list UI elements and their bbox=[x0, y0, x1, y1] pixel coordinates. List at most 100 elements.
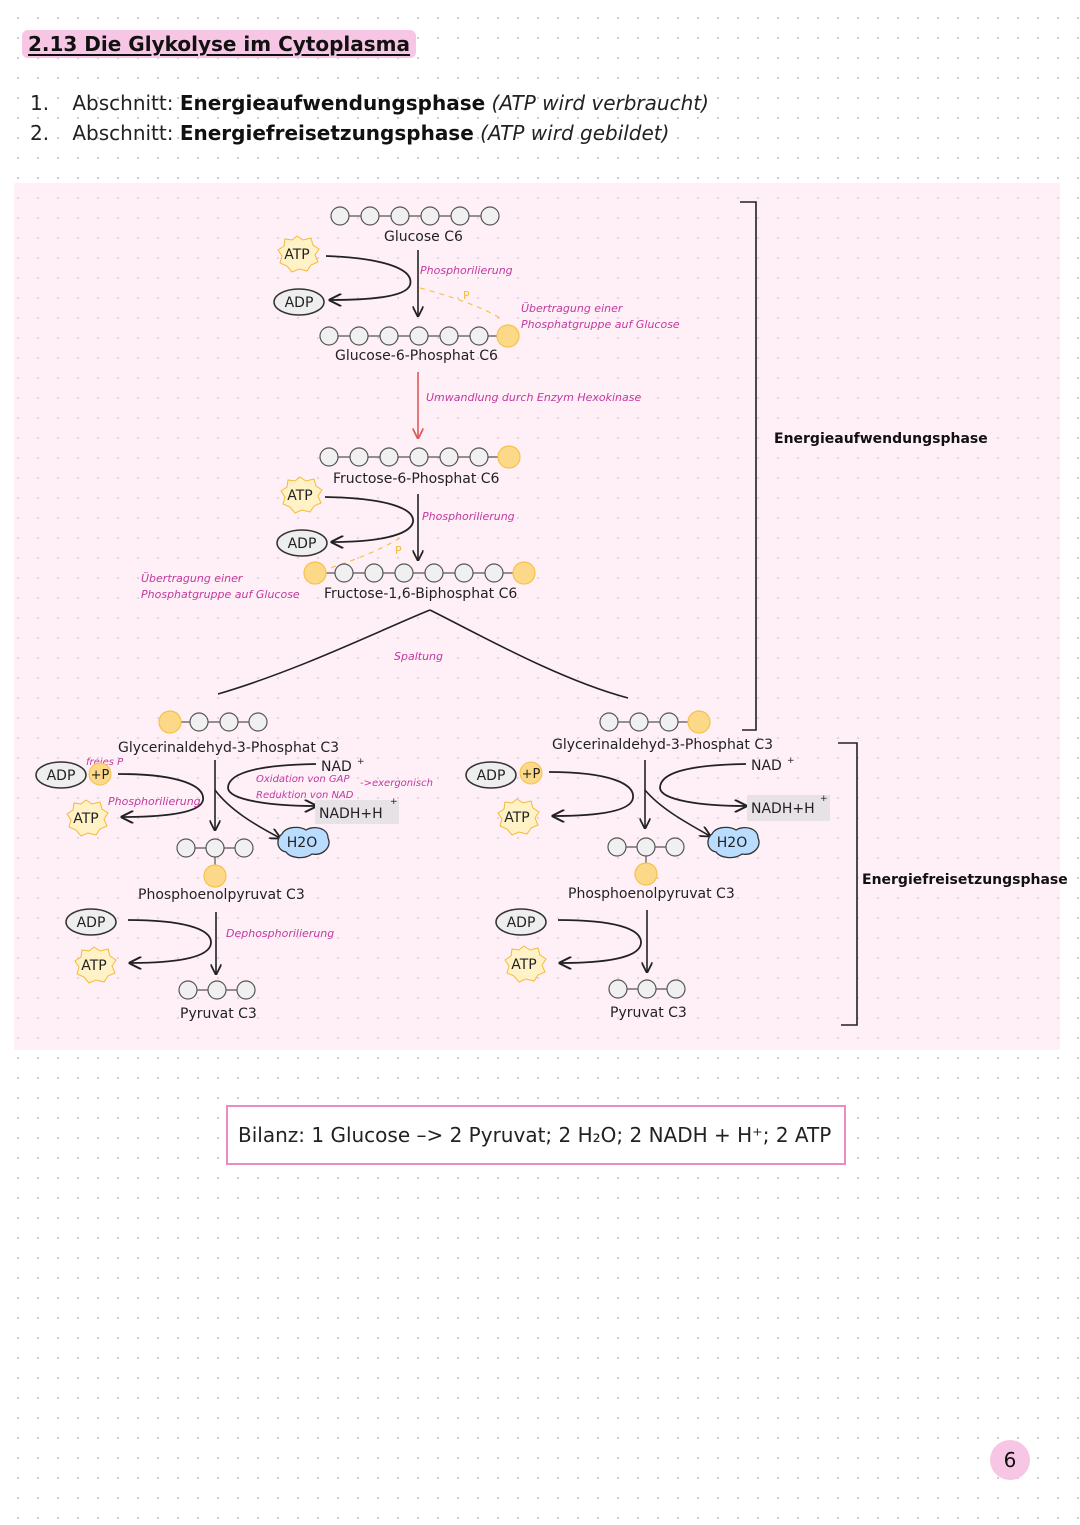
h2o-label: H2O bbox=[717, 835, 747, 851]
annotation-umwandlung: Umwandlung durch Enzym Hexokinase bbox=[426, 391, 641, 404]
gap-label-right: Glycerinaldehyd-3-Phosphat C3 bbox=[552, 737, 773, 753]
nad-reduction-arrow bbox=[659, 763, 746, 806]
adp-badge: ADP bbox=[273, 288, 325, 316]
nad-charge: + bbox=[787, 756, 795, 766]
atp-label: ATP bbox=[284, 247, 309, 263]
diagram-background bbox=[14, 183, 1060, 1050]
annotation-phosphorilierung: Phosphorilierung bbox=[422, 510, 515, 523]
adp-to-atp-arrow bbox=[117, 773, 204, 817]
adp-badge: ADP bbox=[35, 761, 87, 789]
water-arrow bbox=[214, 789, 280, 838]
nadh-charge: + bbox=[390, 797, 398, 807]
water-arrow bbox=[644, 789, 710, 836]
h2o-badge: H2O bbox=[707, 826, 760, 859]
atp-badge: ATP bbox=[277, 235, 320, 273]
outline-phase-name: Energiefreisetzungsphase bbox=[179, 121, 474, 145]
atp-label: ATP bbox=[287, 488, 312, 504]
outline-note: (ATP wird verbraucht) bbox=[491, 91, 709, 115]
nadh-label: NADH+H bbox=[751, 801, 815, 817]
nadh-label: NADH+H bbox=[319, 806, 383, 822]
annotation-exergonisch: ->exergonisch bbox=[360, 778, 433, 789]
annotation-uebertragung: Übertragung einer bbox=[521, 302, 624, 315]
adp-badge: ADP bbox=[495, 908, 547, 936]
outline-prefix: Abschnitt: bbox=[72, 121, 174, 145]
pyruvat-molecule-left bbox=[178, 980, 256, 1000]
glucose-label: Glucose C6 bbox=[384, 229, 463, 245]
adp-badge: ADP bbox=[465, 761, 517, 789]
pep-molecule-right bbox=[607, 837, 685, 886]
annotation-freies-p: freies P bbox=[86, 757, 124, 768]
phase-bracket-energy-release bbox=[838, 742, 858, 1026]
outline-phase-name: Energieaufwendungsphase bbox=[179, 91, 486, 115]
atp-to-adp-arrow bbox=[324, 496, 414, 542]
gap-molecule-right bbox=[599, 710, 711, 734]
nad-label: NAD bbox=[751, 758, 782, 774]
adp-label: ADP bbox=[47, 768, 76, 784]
atp-label: ATP bbox=[81, 958, 106, 974]
annotation-uebertragung: Phosphatgruppe auf Glucose bbox=[521, 318, 680, 331]
plus-p-label: +P bbox=[91, 768, 110, 783]
adp-to-atp-arrow bbox=[127, 919, 212, 963]
f6p-label: Fructose-6-Phosphat C6 bbox=[333, 471, 500, 487]
pyruvat-molecule-right bbox=[608, 979, 686, 999]
pep-label-left: Phosphoenolpyruvat C3 bbox=[138, 887, 305, 903]
phosphate-symbol: P bbox=[395, 544, 402, 557]
cleavage-line-right bbox=[429, 609, 629, 699]
annotation-dephosphorilierung: Dephosphorilierung bbox=[226, 927, 334, 940]
g6p-label: Glucose-6-Phosphat C6 bbox=[335, 348, 498, 364]
nadh-charge: + bbox=[820, 794, 828, 804]
annotation-spaltung: Spaltung bbox=[394, 650, 443, 663]
phosphate-symbol: P bbox=[463, 289, 470, 302]
adp-label: ADP bbox=[285, 295, 314, 311]
f16bp-molecule bbox=[303, 561, 536, 585]
pyruvat-label-left: Pyruvat C3 bbox=[180, 1006, 257, 1022]
annotation-uebertragung: Übertragung einer bbox=[141, 572, 244, 585]
pyruvat-label-right: Pyruvat C3 bbox=[610, 1005, 687, 1021]
adp-label: ADP bbox=[77, 915, 106, 931]
gap-molecule-left bbox=[158, 710, 268, 734]
outline-item: 2. Abschnitt: Energiefreisetzungsphase (… bbox=[30, 118, 709, 148]
adp-to-atp-arrow bbox=[548, 771, 634, 816]
phase-label-investment: Energieaufwendungsphase bbox=[774, 431, 988, 447]
plus-p-label: +P bbox=[522, 767, 541, 782]
balance-box: Bilanz: 1 Glucose –> 2 Pyruvat; 2 H₂O; 2… bbox=[226, 1105, 846, 1165]
section-outline: 1. Abschnitt: Energieaufwendungsphase (A… bbox=[30, 88, 709, 148]
nad-label: NAD bbox=[321, 759, 352, 775]
outline-prefix: Abschnitt: bbox=[72, 91, 174, 115]
outline-item: 1. Abschnitt: Energieaufwendungsphase (A… bbox=[30, 88, 709, 118]
atp-badge: ATP bbox=[280, 476, 323, 514]
h2o-label: H2O bbox=[287, 835, 317, 851]
glucose-molecule bbox=[330, 206, 500, 226]
phase-bracket-energy-investment bbox=[740, 201, 757, 731]
phosphate-badge: +P bbox=[519, 761, 543, 785]
gap-label-left: Glycerinaldehyd-3-Phosphat C3 bbox=[118, 740, 339, 756]
annotation-phosphorilierung: Phosphorilierung bbox=[108, 795, 201, 808]
phase-label-release: Energiefreisetzungsphase bbox=[862, 872, 1068, 888]
annotation-phosphorilierung: Phosphorilierung bbox=[420, 264, 513, 277]
nadh-highlight bbox=[315, 800, 399, 824]
outline-number: 1. bbox=[30, 91, 50, 115]
atp-badge: ATP bbox=[497, 798, 540, 836]
outline-note: (ATP wird gebildet) bbox=[480, 121, 670, 145]
atp-label: ATP bbox=[511, 957, 536, 973]
atp-badge: ATP bbox=[504, 945, 547, 983]
adp-to-atp-arrow bbox=[557, 919, 642, 963]
page-number: 6 bbox=[990, 1440, 1030, 1480]
f16bp-label: Fructose-1,6-Biphosphat C6 bbox=[324, 586, 517, 602]
annotation-uebertragung: Phosphatgruppe auf Glucose bbox=[141, 588, 300, 601]
annotation-reduktion: Reduktion von NAD bbox=[256, 790, 354, 801]
adp-badge: ADP bbox=[65, 908, 117, 936]
pep-molecule-left bbox=[176, 838, 254, 888]
nad-reduction-arrow bbox=[227, 763, 316, 806]
atp-label: ATP bbox=[504, 810, 529, 826]
page-title: 2.13 Die Glykolyse im Cytoplasma bbox=[22, 30, 417, 58]
adp-label: ADP bbox=[507, 915, 536, 931]
f6p-molecule bbox=[319, 445, 521, 469]
adp-badge: ADP bbox=[276, 529, 328, 557]
adp-label: ADP bbox=[288, 536, 317, 552]
nad-charge: + bbox=[357, 757, 365, 767]
outline-number: 2. bbox=[30, 121, 50, 145]
phosphate-transfer-path bbox=[419, 287, 501, 319]
g6p-molecule bbox=[319, 324, 520, 348]
